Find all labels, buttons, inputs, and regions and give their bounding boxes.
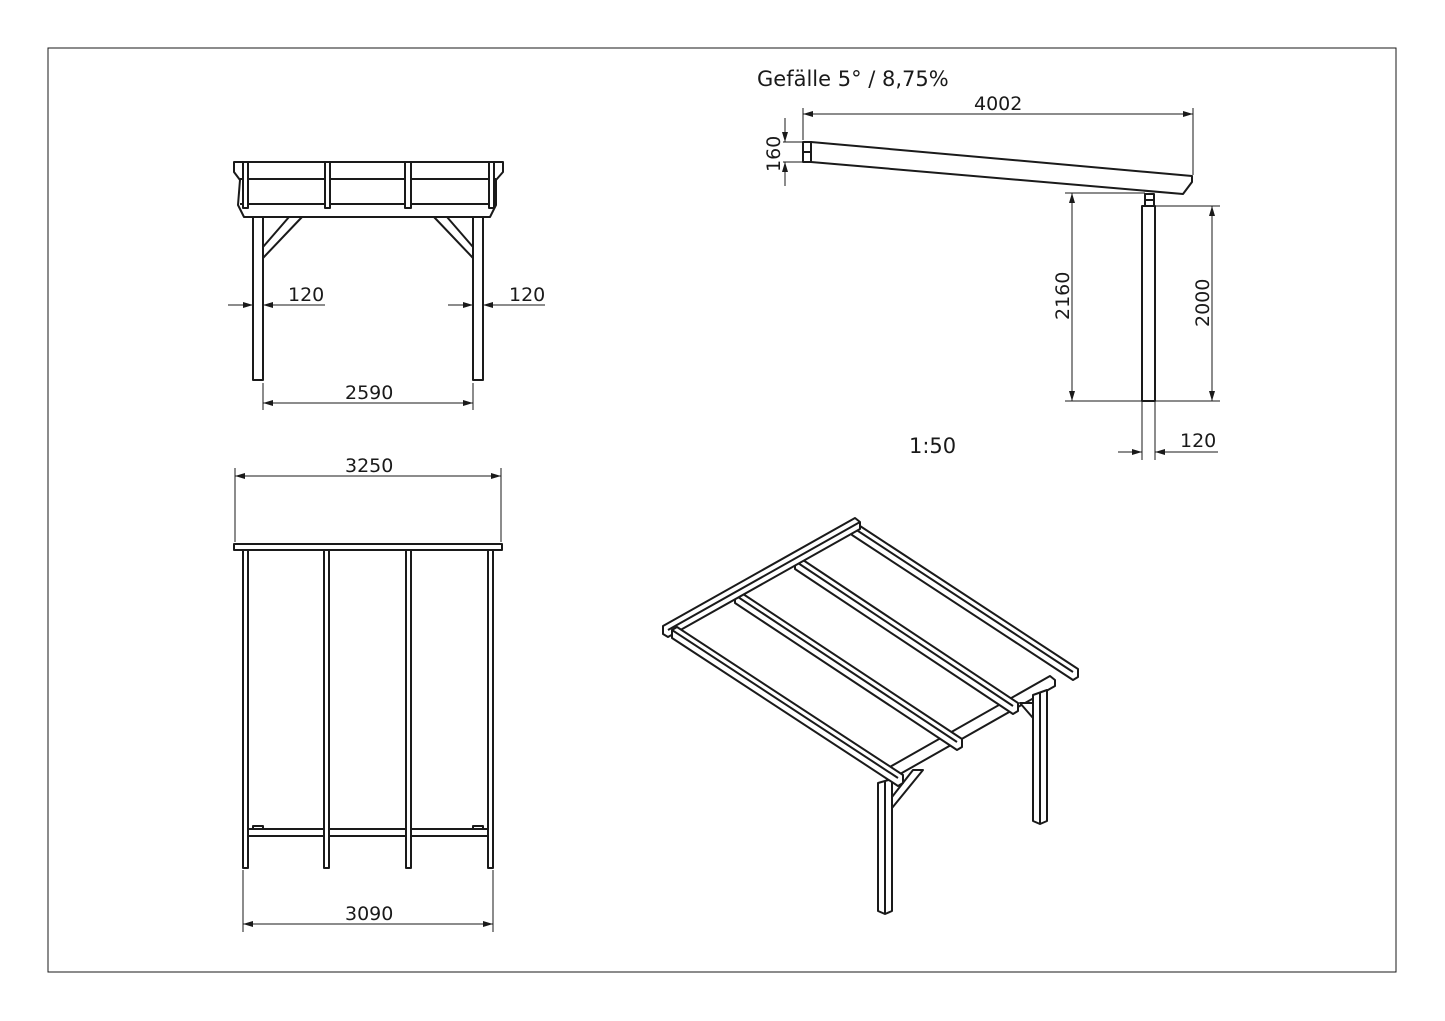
dim-post-width-right: 120 xyxy=(509,284,545,306)
eave-beam-top xyxy=(233,543,503,551)
brace-right xyxy=(433,216,474,259)
post-right xyxy=(472,216,484,381)
dim-total-depth: 4002 xyxy=(974,93,1022,115)
dim-height-to-beam: 2160 xyxy=(1052,272,1074,320)
rear-beam-iso xyxy=(887,675,1056,779)
isometric-view xyxy=(662,517,1079,915)
dim-beam-height: 160 xyxy=(763,136,785,172)
brace-left xyxy=(262,216,303,259)
rafter-top xyxy=(487,549,494,869)
rafter-top xyxy=(242,549,249,869)
slope-label: Gefälle 5° / 8,75% xyxy=(757,67,949,91)
post-plate xyxy=(252,825,264,830)
side-view: Gefälle 5° / 8,75% 4002 160 2160 2000 12… xyxy=(757,67,1220,460)
scale-label: 1:50 xyxy=(909,434,956,458)
drawing-frame xyxy=(47,47,1397,973)
rafter-end xyxy=(242,161,249,209)
roof-fascia xyxy=(233,161,504,218)
rafter-side xyxy=(810,141,1193,195)
post-plate xyxy=(472,825,484,830)
rafter-end xyxy=(404,161,412,209)
back-brace xyxy=(1019,702,1034,719)
rafter-end xyxy=(324,161,331,209)
post-side xyxy=(1141,205,1156,402)
dim-roof-width: 3250 xyxy=(345,455,393,477)
dim-post-width-left: 120 xyxy=(288,284,324,306)
rafter-end xyxy=(488,161,495,209)
rafter-top xyxy=(405,549,412,869)
dim-post-span: 3090 xyxy=(345,903,393,925)
dim-post-spacing: 2590 xyxy=(345,382,393,404)
front-view: 120 120 2590 xyxy=(228,161,545,410)
rear-rail xyxy=(247,828,489,837)
top-view: 3250 3090 xyxy=(233,455,503,932)
rafter-top xyxy=(323,549,330,869)
post-left xyxy=(252,216,264,381)
dim-post-height: 2000 xyxy=(1192,279,1214,327)
dim-post-width: 120 xyxy=(1180,430,1216,452)
